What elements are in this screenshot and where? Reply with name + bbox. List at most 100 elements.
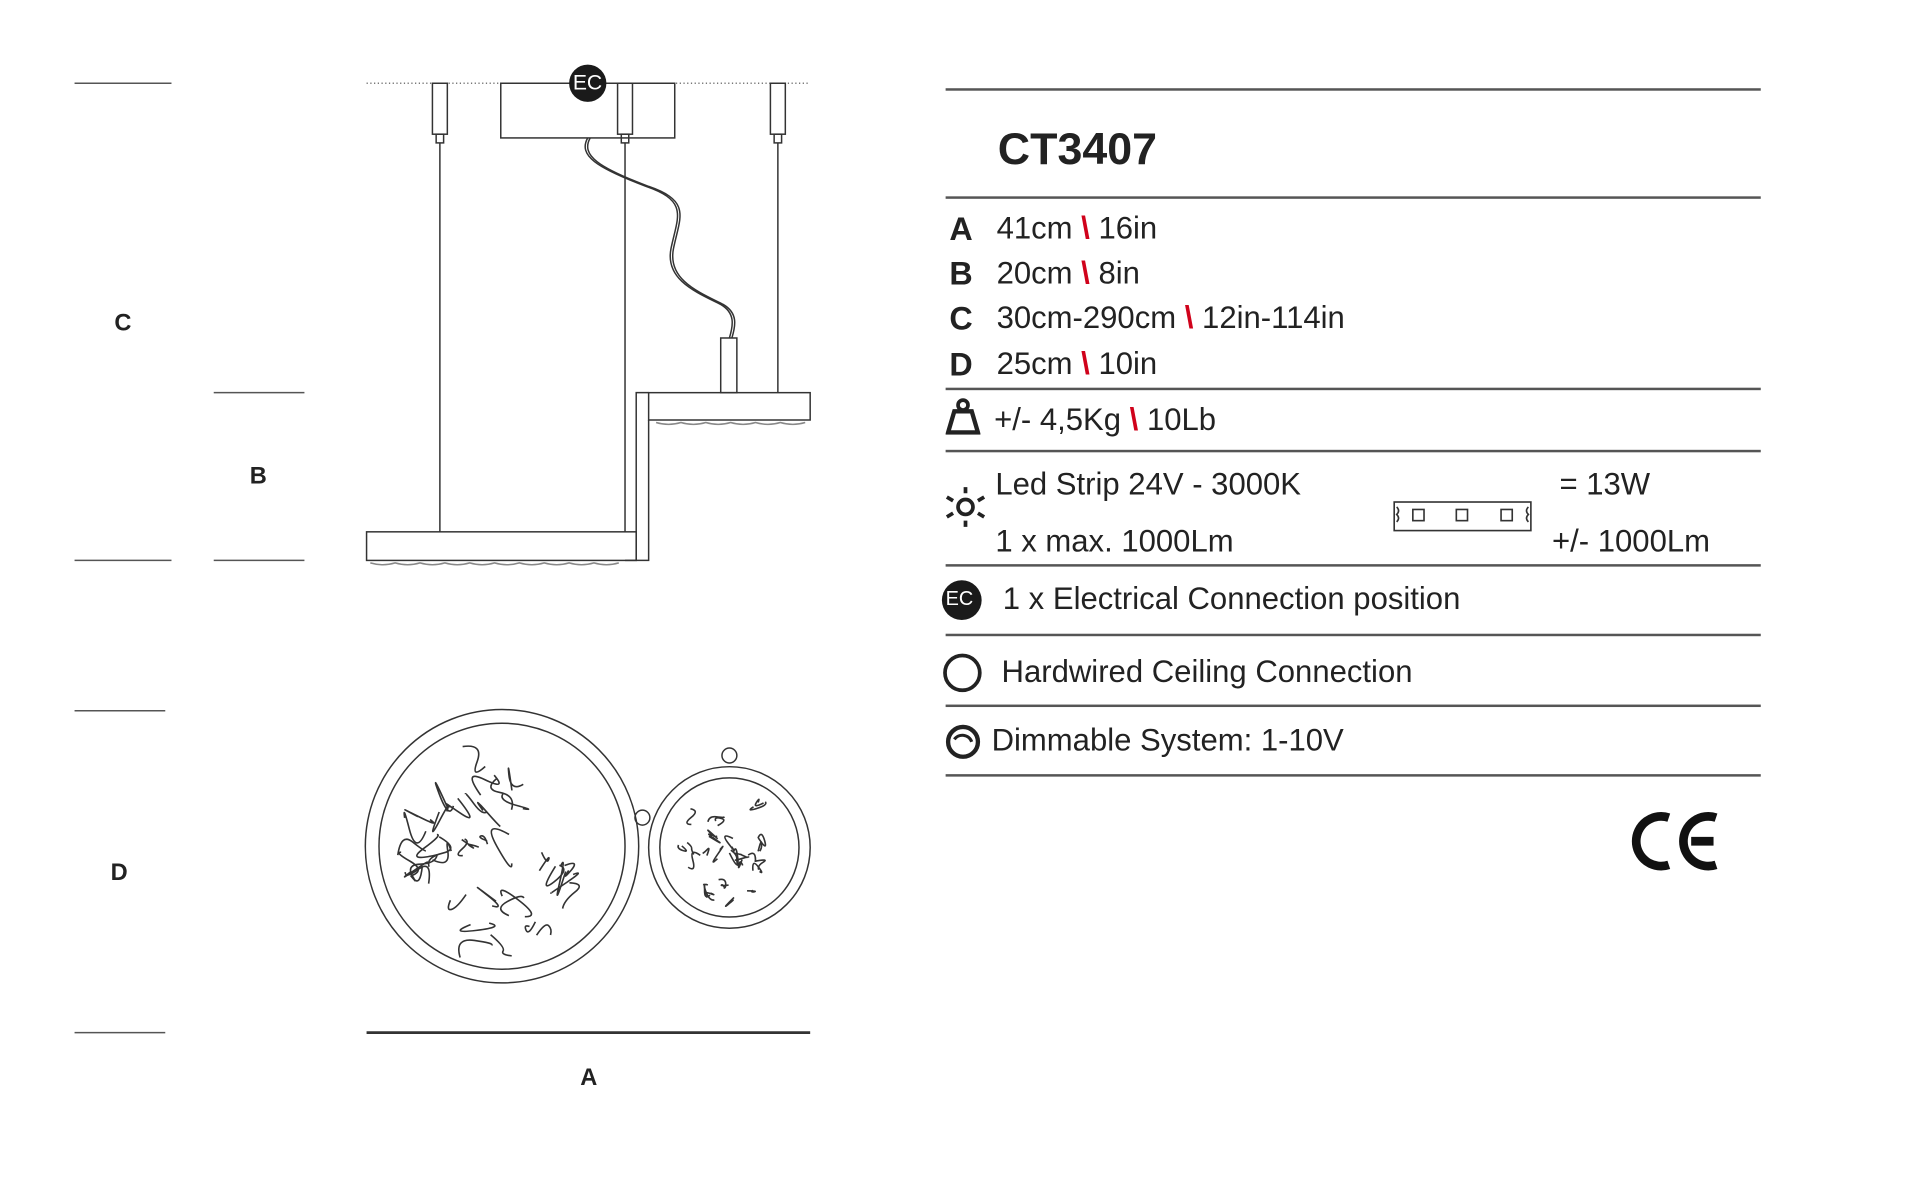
dimmable-text: Dimmable System: 1-10V — [991, 723, 1344, 758]
texture-stroke — [747, 852, 757, 862]
dimmer-icon — [945, 724, 981, 759]
hardwired-icon — [943, 653, 982, 693]
texture-stroke — [754, 859, 766, 871]
dimension-label-c: C — [114, 310, 132, 337]
divider — [945, 387, 1761, 390]
texture-stroke — [702, 883, 711, 898]
texture-stroke — [712, 845, 724, 863]
texture-stroke — [545, 864, 565, 887]
texture-stroke — [749, 801, 767, 811]
texture-stroke — [737, 859, 744, 869]
texture-stroke — [734, 852, 748, 859]
texture-stroke — [757, 841, 763, 852]
row-letter: B — [949, 254, 973, 293]
row-letter: D — [949, 345, 973, 383]
texture-stroke — [471, 774, 500, 796]
row-value: 20cm \ 8in — [996, 255, 1140, 291]
texture-stroke — [677, 844, 688, 852]
texture-stroke — [477, 801, 501, 828]
texture-stroke — [500, 889, 533, 918]
dimension-label-a: A — [580, 1064, 598, 1092]
upper-disc — [647, 391, 811, 421]
texture-stroke — [707, 815, 726, 823]
texture-stroke — [702, 847, 710, 856]
led-strip-icon — [1393, 501, 1532, 532]
texture-stroke — [757, 833, 767, 847]
led-spec-line1: Led Strip 24V - 3000K — [995, 467, 1302, 503]
ec-marker-label: EC — [572, 70, 603, 95]
texture-stroke — [720, 883, 729, 889]
lower-disc — [365, 531, 637, 562]
texture-stroke — [707, 829, 719, 840]
texture-stroke — [416, 833, 439, 859]
texture-stroke — [431, 805, 450, 833]
texture-stroke — [462, 745, 486, 773]
texture-stroke — [434, 781, 455, 812]
model-title: CT3407 — [997, 123, 1157, 174]
ec-icon-label: EC — [945, 588, 974, 611]
top-view — [364, 708, 811, 984]
texture-stroke — [524, 921, 537, 933]
ec-marker-icon — [569, 64, 607, 102]
dimension-label-d: D — [110, 859, 128, 886]
hardwired-text: Hardwired Ceiling Connection — [1001, 654, 1413, 690]
texture-stroke — [459, 922, 496, 933]
dimension-label-b: B — [249, 463, 267, 490]
texture-stroke — [398, 851, 420, 877]
texture-stroke — [538, 852, 550, 872]
texture-stroke — [564, 862, 576, 877]
texture-stroke — [724, 835, 735, 852]
texture-stroke — [747, 889, 757, 893]
texture-stroke — [724, 896, 735, 907]
texture-stroke — [507, 767, 524, 791]
texture-stroke — [445, 797, 471, 819]
texture-stroke — [427, 836, 452, 868]
row-letter: C — [949, 299, 973, 337]
texture-stroke — [687, 851, 701, 870]
side-view — [365, 64, 811, 566]
texture-stroke — [499, 895, 525, 917]
texture-stroke — [703, 883, 715, 901]
texture-stroke — [686, 807, 697, 826]
texture-stroke — [403, 811, 427, 844]
divider — [945, 774, 1761, 777]
divider — [945, 449, 1761, 452]
light-icon — [945, 487, 986, 527]
texture-stroke — [447, 894, 467, 911]
ec-icon: EC — [941, 580, 982, 621]
texture-stroke — [734, 856, 750, 862]
led-power: = 13W — [1559, 467, 1651, 503]
texture-stroke — [556, 861, 567, 896]
texture-stroke — [501, 793, 530, 811]
divider — [945, 88, 1761, 91]
led-spec-line2: 1 x max. 1000Lm — [995, 524, 1234, 560]
texture-stroke — [707, 833, 721, 844]
texture-stroke — [403, 861, 429, 878]
texture-stroke — [464, 793, 488, 814]
texture-stroke — [490, 778, 514, 810]
texture-stroke — [457, 838, 468, 857]
power-cable — [584, 137, 733, 339]
weight-icon — [945, 398, 981, 435]
row-value: 25cm \ 10in — [996, 346, 1158, 382]
texture-stroke — [397, 838, 426, 856]
row-value: 30cm-290cm \ 12in-114in — [996, 300, 1345, 336]
divider — [945, 564, 1761, 567]
ec-text: 1 x Electrical Connection position — [1002, 581, 1461, 617]
ce-mark-icon — [1631, 812, 1718, 871]
texture-stroke — [561, 882, 581, 909]
divider — [945, 196, 1761, 199]
texture-stroke — [714, 817, 725, 827]
weight-value: +/- 4,5Kg \ 10Lb — [994, 402, 1217, 438]
texture-stroke — [458, 939, 493, 958]
texture-stroke — [409, 855, 438, 880]
texture-stroke — [535, 924, 552, 936]
texture-stroke — [461, 838, 480, 849]
divider — [945, 704, 1761, 707]
texture-stroke — [490, 934, 512, 957]
dimension-lines — [74, 82, 811, 1034]
texture-stroke — [754, 798, 764, 807]
row-value: 41cm \ 16in — [996, 211, 1158, 247]
